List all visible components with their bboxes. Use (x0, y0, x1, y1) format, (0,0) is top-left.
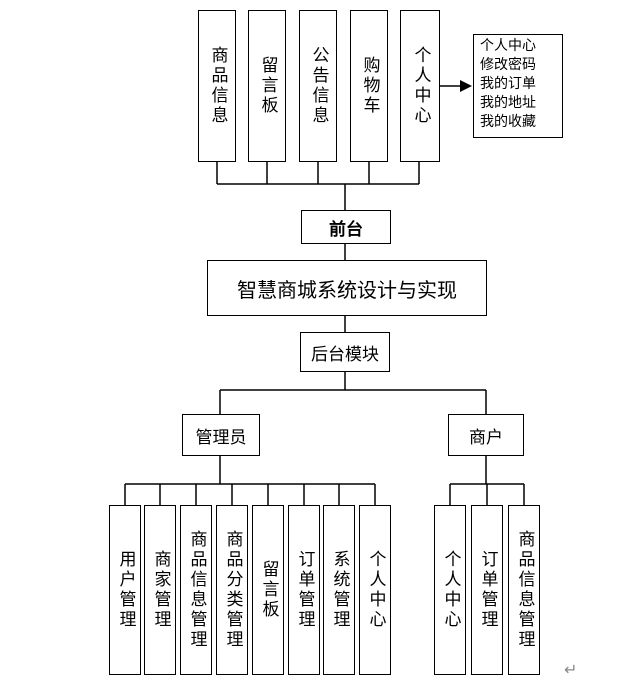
personal-center-item: 我的订单 (480, 76, 536, 92)
merchant-module-label: 订单管理 (477, 550, 498, 630)
frontend-module-label: 个人中心 (410, 46, 431, 126)
admin-module-personal-center: 个人中心 (359, 505, 391, 675)
frontend-module-announcements: 公告信息 (299, 10, 337, 162)
merchant-module-personal-center: 个人中心 (434, 505, 466, 675)
merchant-module-label: 个人中心 (440, 550, 461, 630)
admin-module-user-management: 用户管理 (109, 505, 141, 675)
merchant-module-label: 商品信息管理 (514, 530, 535, 650)
admin-node: 管理员 (182, 414, 260, 456)
merchant-module-order-management: 订单管理 (471, 505, 503, 675)
admin-module-label: 留言板 (258, 560, 279, 620)
backend-node: 后台模块 (300, 332, 390, 372)
admin-module-label: 商品分类管理 (222, 530, 243, 650)
merchant-label: 商户 (469, 427, 503, 448)
personal-center-item: 个人中心 (480, 38, 536, 54)
frontend-module-label: 商品信息 (207, 46, 228, 126)
admin-module-order-management: 订单管理 (288, 505, 320, 675)
merchant-node: 商户 (448, 414, 524, 456)
frontend-module-label: 购物车 (359, 56, 380, 116)
admin-module-label: 系统管理 (329, 550, 350, 630)
admin-module-message-board: 留言板 (252, 505, 284, 675)
arrow-head-icon (460, 80, 472, 92)
admin-module-category-management: 商品分类管理 (216, 505, 248, 675)
admin-module-label: 订单管理 (294, 550, 315, 630)
admin-module-merchant-management: 商家管理 (144, 505, 176, 675)
frontend-node: 前台 (301, 210, 391, 244)
admin-label: 管理员 (195, 427, 247, 448)
admin-module-product-info-management: 商品信息管理 (180, 505, 212, 675)
admin-module-label: 用户管理 (115, 550, 136, 630)
admin-module-label: 商品信息管理 (186, 530, 207, 650)
merchant-module-product-info-management: 商品信息管理 (508, 505, 540, 675)
frontend-module-label: 留言板 (257, 56, 278, 116)
admin-module-system-management: 系统管理 (323, 505, 355, 675)
frontend-module-product-info: 商品信息 (198, 10, 236, 162)
frontend-module-message-board: 留言板 (248, 10, 286, 162)
return-mark: ↵ (564, 660, 578, 679)
admin-module-label: 商家管理 (150, 550, 171, 630)
frontend-module-label: 公告信息 (308, 46, 329, 126)
personal-center-item: 修改密码 (480, 57, 536, 73)
frontend-label: 前台 (329, 219, 363, 240)
admin-module-label: 个人中心 (365, 550, 386, 630)
root-label: 智慧商城系统设计与实现 (237, 277, 457, 302)
frontend-module-personal-center: 个人中心 (400, 10, 440, 162)
backend-label: 后台模块 (311, 344, 379, 365)
personal-center-list: 个人中心 修改密码 我的订单 我的地址 我的收藏 (473, 34, 563, 138)
frontend-module-cart: 购物车 (350, 10, 388, 162)
root-node: 智慧商城系统设计与实现 (207, 260, 487, 316)
personal-center-item: 我的地址 (480, 95, 536, 111)
personal-center-item: 我的收藏 (480, 114, 536, 130)
